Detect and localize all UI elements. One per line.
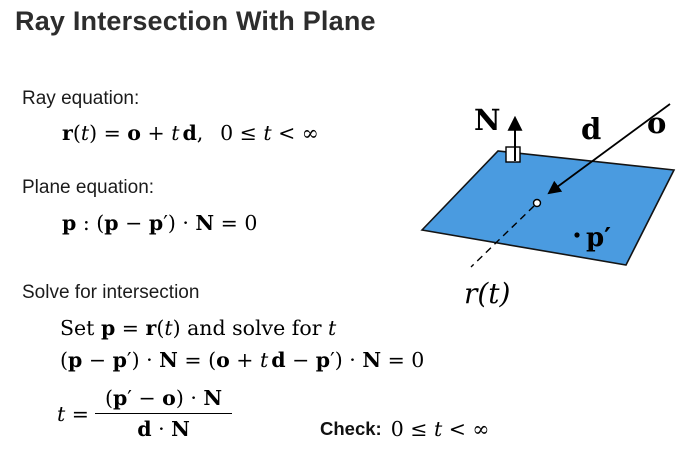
fraction-denominator: d · N [95, 414, 232, 441]
math-token: ) = [89, 121, 128, 145]
math-token: d [182, 121, 197, 145]
math-token: t [164, 316, 173, 340]
math-token: o [162, 386, 176, 410]
check-note: Check: 0 ≤ t < ∞ [320, 417, 490, 441]
math-token: t [171, 121, 180, 145]
math-token: p [100, 316, 116, 340]
math-token: · [151, 417, 172, 441]
math-token: t [328, 316, 337, 340]
math-token: − [131, 386, 163, 410]
math-token: t [57, 401, 66, 426]
math-token: N [362, 348, 382, 372]
math-token: r [145, 316, 157, 340]
math-token: 0 ≤ [390, 417, 434, 441]
math-token: ) · [167, 211, 196, 235]
t-equals: t = [57, 402, 89, 426]
math-token: Set [60, 316, 101, 340]
math-token: o [127, 121, 141, 145]
math-token: t [263, 121, 272, 145]
ray-dashed-line [470, 205, 535, 268]
math-token: ′ [330, 348, 335, 372]
solve-t-equation: t = (p′ − o) · N d · N [57, 386, 233, 441]
math-token: = [65, 401, 89, 426]
ray-origin-label: o [647, 106, 666, 140]
p-prime-dot [574, 232, 580, 238]
math-token: ′ [163, 211, 168, 235]
fraction-numerator: (p′ − o) · N [94, 386, 233, 414]
math-token: p [104, 211, 119, 235]
normal-vector-label: N [474, 103, 501, 137]
math-token: ( [72, 121, 81, 145]
plane-equation: p : (p − p′) · N = 0 [62, 211, 257, 235]
math-token: − [82, 348, 113, 372]
math-token: ′ [126, 348, 132, 372]
plane-surface [420, 150, 676, 266]
plane-diagram: N d o p′ r(t) [420, 103, 676, 310]
fraction: (p′ − o) · N d · N [94, 386, 233, 441]
math-token: N [171, 417, 190, 441]
math-token: − [285, 348, 316, 372]
math-token: r [62, 121, 73, 145]
math-token: N [159, 348, 178, 372]
math-token: ( [156, 316, 165, 340]
math-token: , 0 ≤ [196, 121, 264, 145]
math-token: = [115, 316, 146, 340]
math-token: p [315, 348, 331, 372]
math-token: ) · [334, 348, 363, 372]
math-token: p [68, 348, 83, 372]
math-token: p [112, 386, 128, 410]
intersection-point [532, 198, 542, 208]
math-token: = 0 [381, 348, 425, 372]
check-label: Check: [320, 418, 382, 439]
page-title: Ray Intersection With Plane [15, 6, 376, 36]
math-token: ) · [131, 348, 160, 372]
ray-arrow [547, 103, 671, 195]
ray-equation-label: Ray equation: [22, 88, 140, 109]
math-token: d [271, 348, 286, 372]
math-token: o [216, 348, 230, 372]
solve-section-label: Solve for intersection [22, 282, 200, 303]
math-token: p [112, 348, 127, 372]
math-token: t [259, 348, 269, 372]
math-token: ) · [175, 386, 204, 410]
math-token: p [148, 211, 164, 235]
math-token: : ( [76, 211, 105, 235]
math-token: < ∞ [442, 417, 490, 441]
math-token: ( [104, 386, 113, 410]
math-token: − [118, 211, 149, 235]
math-token: = ( [177, 348, 217, 372]
math-token: + [140, 121, 172, 145]
right-angle-marker [505, 146, 521, 163]
math-token: + [229, 348, 260, 372]
math-token: < ∞ [271, 121, 319, 145]
math-token: = 0 [214, 211, 258, 235]
math-token: ( [60, 348, 68, 372]
math-token: d [137, 417, 152, 441]
solve-set-line: Set p = r(t) and solve for t [60, 316, 336, 340]
math-token: ′ [127, 386, 132, 410]
plane-point-label: p′ [586, 223, 611, 253]
math-token: p [62, 211, 77, 235]
math-token: N [195, 211, 215, 235]
math-token: t [80, 121, 90, 145]
math-token: t [433, 417, 443, 441]
plane-equation-label: Plane equation: [22, 177, 155, 198]
math-token: N [203, 386, 223, 410]
ray-function-label: r(t) [464, 277, 510, 310]
direction-vector-label: d [581, 112, 601, 146]
check-expression: 0 ≤ t < ∞ [391, 417, 490, 441]
math-token: ) and solve for [172, 316, 329, 340]
